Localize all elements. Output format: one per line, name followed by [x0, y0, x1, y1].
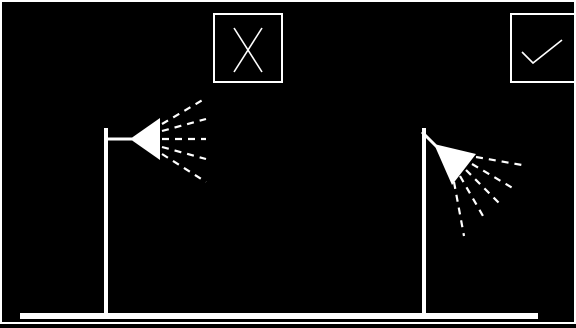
background [0, 0, 576, 324]
shower-angle-diagram [0, 0, 576, 324]
diagram-svg [0, 0, 576, 324]
